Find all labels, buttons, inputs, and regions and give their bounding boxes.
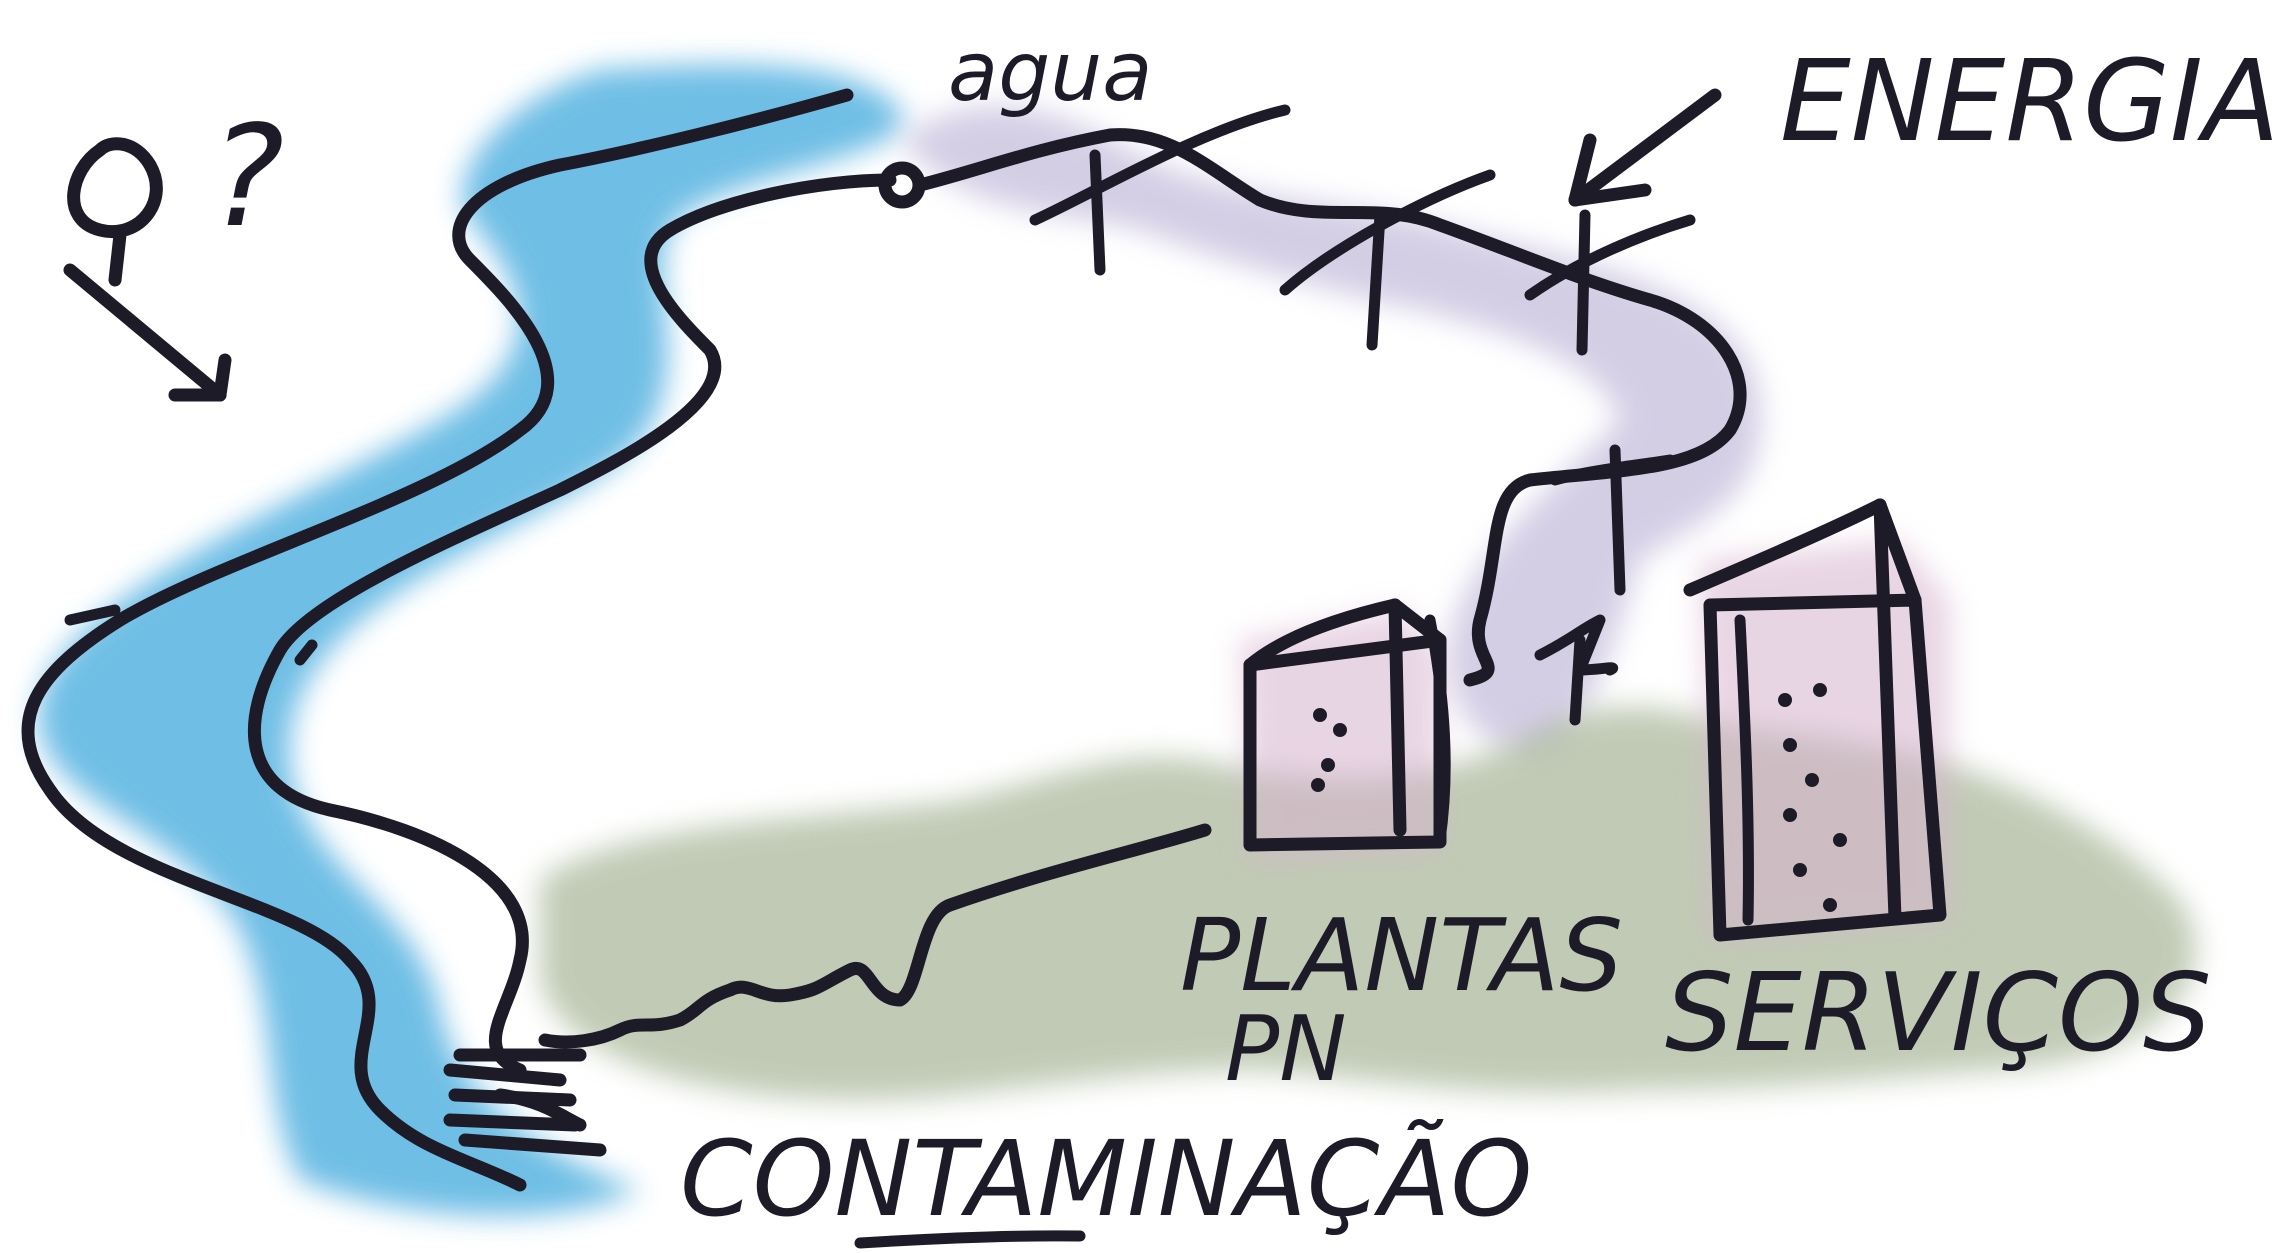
pn-label: PN [1225,997,1347,1102]
building-plantas [1243,598,1451,852]
contamination-pipe [443,823,1212,1249]
energy-arrow [1568,88,1722,207]
plantas-label: PLANTAS [1180,897,1623,1014]
building-servicos [1683,498,1947,942]
energy-power-line [913,104,1747,726]
person-with-question [63,137,232,402]
servicos-label: SERVIÇOS [1665,951,2212,1076]
river [21,88,926,1192]
agua-label: agua [948,25,1153,120]
labels: agua ENERGIA ? PLANTAS PN SERVIÇOS CONTA… [210,25,2280,1240]
energia-label: ENERGIA [1780,37,2280,167]
contaminacao-label: CONTAMINAÇÃO [680,1118,1532,1240]
river-wash [38,64,904,1216]
question-mark: ? [210,96,284,259]
